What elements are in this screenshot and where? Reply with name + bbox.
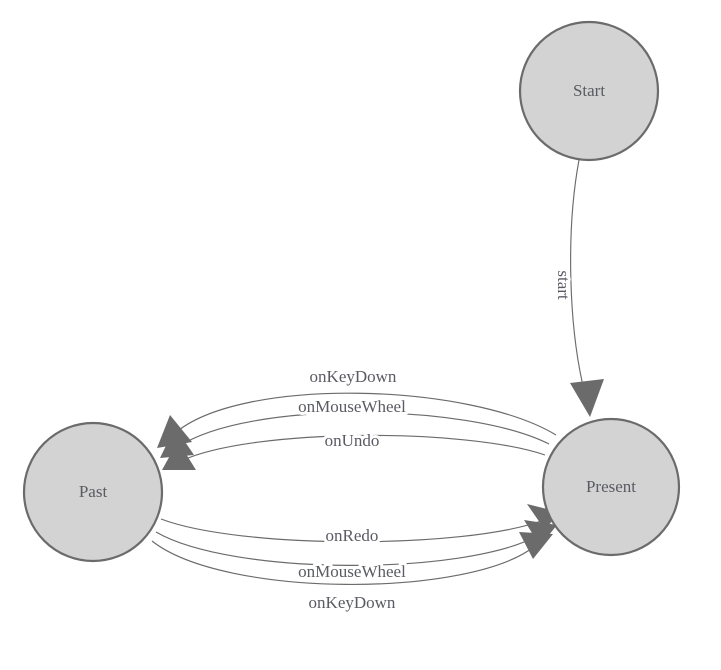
edge-label-present-past-onundo-halo: onUndo: [325, 431, 380, 450]
edge-path-present-past-onmousewheel: [177, 411, 550, 448]
edge-path-past-present-onredo: [160, 518, 542, 543]
edge-label-past-present-onmousewheel: onMouseWheel onMouseWheel: [295, 559, 409, 584]
arrowhead-present-past-onmousewheel: [160, 427, 194, 458]
edge-present-to-past-onmousewheel[interactable]: [160, 411, 550, 459]
edge-label-present-past-onmousewheel-halo: onMouseWheel: [298, 397, 406, 416]
edge-label-past-present-onkeydown-halo: onKeyDown: [309, 593, 396, 612]
edge-path-start-present: [570, 159, 587, 399]
edge-path-present-past-onkeydown: [173, 392, 557, 436]
edge-label-past-present-onredo-text: onRedo: [326, 526, 379, 545]
edge-label-present-past-onundo-text: onUndo: [325, 431, 380, 450]
edge-label-past-present-onredo: onRedo onRedo: [323, 523, 382, 548]
edge-label-start-halo: start: [554, 270, 573, 300]
edge-label-past-present-onkeydown: onKeyDown onKeyDown: [306, 590, 399, 615]
edge-present-to-past-onundo[interactable]: [162, 434, 546, 470]
arrowhead-present-past-onundo: [162, 441, 196, 470]
edge-label-present-past-onkeydown-halo: onKeyDown: [310, 367, 397, 386]
edge-past-to-present-onkeydown[interactable]: [151, 532, 553, 585]
edge-label-past-present-onredo-halo: onRedo: [326, 526, 379, 545]
edge-label-present-past-onundo: onUndo onUndo: [322, 428, 383, 453]
edge-label-past-present-onmousewheel-halo: onMouseWheel: [298, 562, 406, 581]
edge-label-start: start start: [551, 267, 576, 303]
arrowhead-past-present-onmousewheel: [524, 520, 557, 546]
edge-label-present-past-onkeydown-text: onKeyDown: [310, 367, 397, 386]
edge-path-past-present-onmousewheel: [155, 531, 540, 566]
edge-label-start-text: start: [554, 270, 573, 300]
arrowhead-start-present: [570, 379, 604, 417]
edge-start-to-present[interactable]: [570, 159, 604, 417]
edge-layer: [151, 159, 604, 585]
node-past[interactable]: Past: [22, 421, 164, 563]
node-layer: Start Past Present: [22, 20, 681, 563]
edge-label-present-past-onkeydown: onKeyDown onKeyDown: [307, 364, 400, 389]
edge-label-past-present-onkeydown-text: onKeyDown: [309, 593, 396, 612]
node-start-circle: [518, 20, 660, 162]
edge-label-past-present-onmousewheel-text: onMouseWheel: [298, 562, 406, 581]
node-present-circle: [541, 417, 681, 557]
node-present-label: Present: [586, 477, 636, 496]
edge-label-present-past-onmousewheel: onMouseWheel onMouseWheel: [295, 394, 409, 419]
node-start-label: Start: [573, 81, 605, 100]
edge-path-present-past-onundo: [180, 434, 546, 462]
node-past-circle: [22, 421, 164, 563]
node-present[interactable]: Present: [541, 417, 681, 557]
edge-path-past-present-onkeydown: [151, 540, 536, 585]
node-past-label: Past: [79, 482, 108, 501]
edge-past-to-present-onmousewheel[interactable]: [155, 520, 557, 566]
node-start[interactable]: Start: [518, 20, 660, 162]
edge-label-present-past-onmousewheel-text: onMouseWheel: [298, 397, 406, 416]
arrowhead-past-present-onkeydown: [519, 532, 553, 559]
edge-label-layer: start start onKeyDown onKeyDown onMouseW…: [295, 267, 576, 615]
